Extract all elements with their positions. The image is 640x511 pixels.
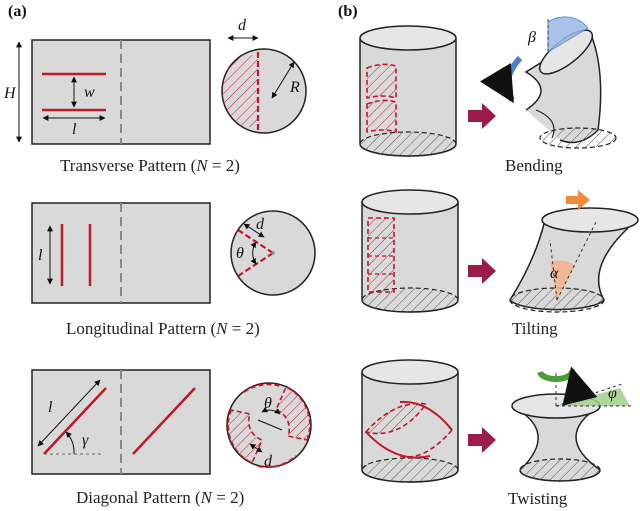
label-tilting: Tilting: [512, 319, 558, 338]
diagonal-cut-2: [132, 387, 196, 455]
twisting-deformed: [511, 366, 632, 482]
caption-diagonal: Diagonal Pattern (N = 2): [76, 488, 244, 507]
label-phi: φ: [608, 385, 617, 402]
bending-arrow: [468, 103, 496, 129]
tilting-cylinder: [361, 189, 459, 313]
theta-radial-1: [257, 419, 283, 431]
angle-arc-theta-diagonal: [261, 406, 281, 415]
label-l: l: [72, 121, 77, 138]
label-l-longitudinal: l: [38, 247, 43, 264]
transverse-pattern: H w l d R: [3, 17, 307, 145]
tilting-row: α Tilting: [361, 189, 639, 338]
longitudinal-depth-dimension: [243, 223, 265, 238]
label-twisting: Twisting: [508, 489, 568, 508]
longitudinal-pattern: l θ d: [31, 202, 316, 304]
label-d-longitudinal: d: [256, 216, 265, 233]
label-theta-diagonal: θ: [264, 395, 272, 412]
transverse-cut-region: [221, 55, 258, 127]
bending-deformed: [479, 16, 617, 149]
label-alpha: α: [550, 265, 559, 282]
label-l-diagonal: l: [48, 399, 53, 416]
twisting-row: φ Twisting: [361, 359, 632, 508]
label-beta: β: [527, 29, 536, 46]
diagonal-cut-arc-bottom: [257, 455, 297, 469]
label-w: w: [84, 84, 95, 101]
twisting-arrow: [468, 427, 496, 453]
label-gamma: γ: [82, 432, 89, 449]
radius-dimension: [271, 61, 295, 99]
diagonal-length-dimension: [37, 379, 101, 447]
bending-cylinder: [359, 25, 457, 157]
bending-row: β Bending: [359, 16, 617, 175]
panel-label-b: (b): [338, 3, 358, 20]
panel-label-a: (a): [8, 3, 27, 20]
diagonal-depth-dimension: [249, 443, 263, 453]
caption-longitudinal: Longitudinal Pattern (N = 2): [66, 319, 260, 338]
tilting-arrow: [468, 258, 496, 284]
tilting-deformed: [509, 190, 639, 313]
diagonal-cut-region-2: [274, 385, 311, 441]
diagonal-pattern: l γ θ d: [31, 369, 312, 475]
label-d-diagonal: d: [264, 453, 273, 470]
label-d: d: [238, 17, 247, 34]
angle-arc-theta: [250, 241, 257, 265]
label-bending: Bending: [505, 156, 563, 175]
label-H: H: [3, 85, 17, 102]
center-point: [271, 251, 275, 255]
angle-arc-gamma: [65, 431, 75, 455]
label-R: R: [289, 79, 300, 96]
caption-transverse: Transverse Pattern (N = 2): [60, 156, 240, 175]
label-theta: θ: [236, 245, 244, 262]
twisting-cylinder: [361, 359, 459, 483]
diagonal-cut-arc-top: [243, 383, 281, 393]
